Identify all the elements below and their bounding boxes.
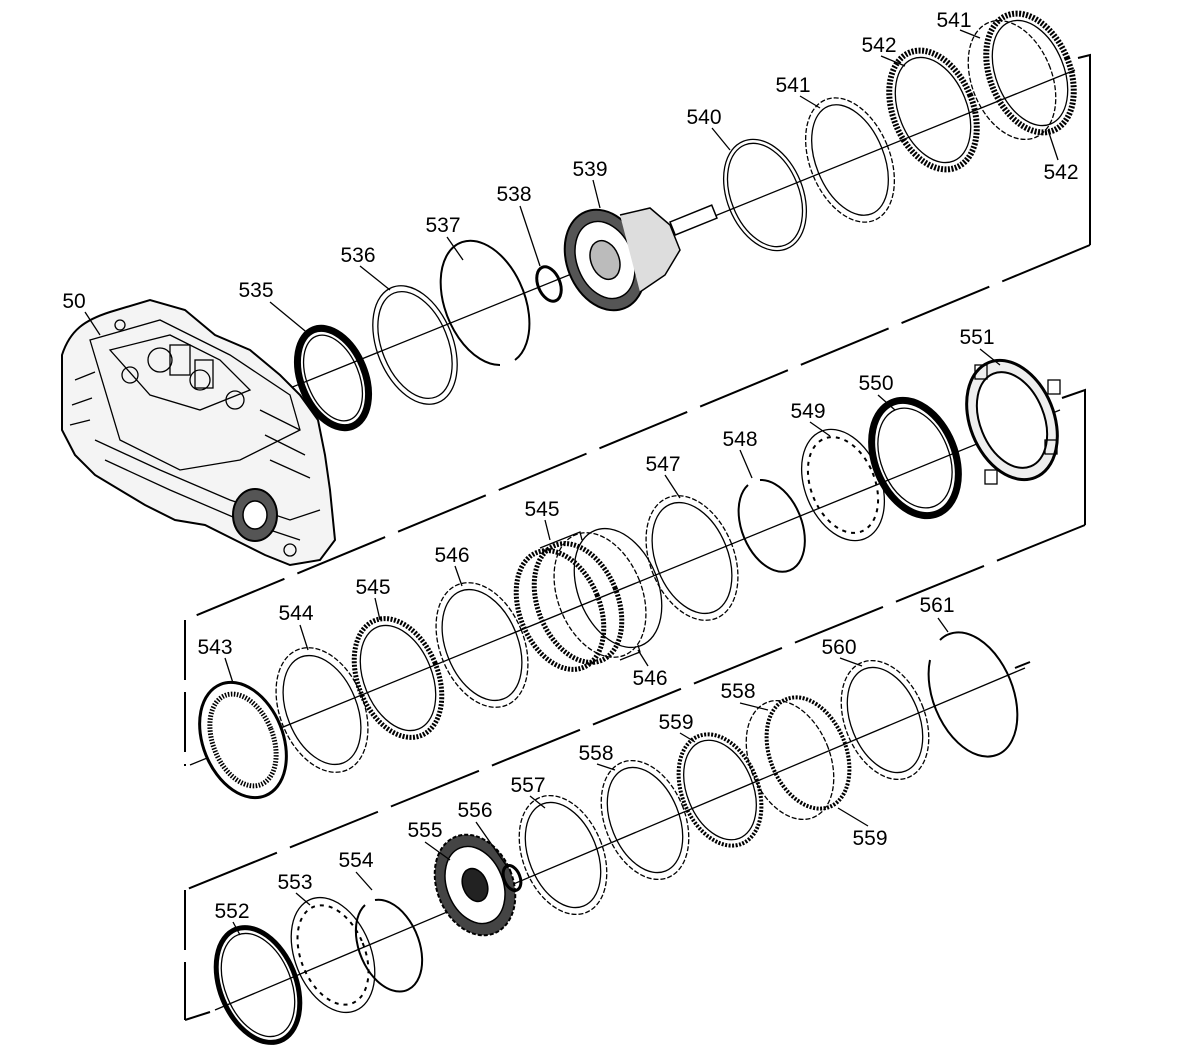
label-541b: 541 xyxy=(936,9,971,32)
part-561-snap-ring xyxy=(927,631,1019,758)
label-536: 536 xyxy=(340,244,375,267)
part-537-snap-ring xyxy=(439,239,531,367)
label-541a: 541 xyxy=(775,74,810,97)
part-labels: 50 535 536 537 538 539 540 541 542 541 5… xyxy=(62,9,1078,923)
part-539-housing xyxy=(563,204,718,312)
transmission-case xyxy=(61,298,337,567)
part-538-washer xyxy=(535,265,563,303)
label-546a: 546 xyxy=(434,544,469,567)
part-546-plate xyxy=(435,582,529,708)
leader-lines xyxy=(84,29,1059,936)
part-544-plate xyxy=(275,647,369,773)
label-559a: 559 xyxy=(658,711,693,734)
frame-lines xyxy=(184,53,1091,1021)
part-554-snap-ring xyxy=(354,898,424,993)
label-539: 539 xyxy=(572,158,607,181)
part-541-542-stack xyxy=(967,10,1077,141)
label-549: 549 xyxy=(790,400,825,423)
label-544: 544 xyxy=(278,602,313,625)
part-545-friction xyxy=(351,616,445,740)
label-548: 548 xyxy=(722,428,757,451)
label-545b: 545 xyxy=(524,498,559,521)
label-556: 556 xyxy=(457,799,492,822)
label-558b: 558 xyxy=(720,680,755,703)
label-553: 553 xyxy=(277,871,312,894)
label-547: 547 xyxy=(645,453,680,476)
part-542-friction xyxy=(886,47,980,173)
label-555: 555 xyxy=(407,819,442,842)
part-558-plate xyxy=(600,759,690,881)
label-561: 561 xyxy=(919,594,954,617)
part-553-plate xyxy=(290,896,376,1014)
part-555-gear xyxy=(433,833,517,937)
part-558-559-stack xyxy=(745,695,852,821)
part-548-snap-ring xyxy=(737,478,806,573)
part-557-plate xyxy=(518,794,608,916)
label-552: 552 xyxy=(214,900,249,923)
label-537: 537 xyxy=(425,214,460,237)
label-551: 551 xyxy=(959,326,994,349)
part-550-seal xyxy=(868,396,962,520)
label-50: 50 xyxy=(62,290,85,313)
label-542b: 542 xyxy=(1043,161,1078,184)
label-558a: 558 xyxy=(578,742,613,765)
part-535-seal xyxy=(294,324,372,432)
part-551-housing xyxy=(965,358,1061,485)
label-554: 554 xyxy=(338,849,373,872)
part-560-plate xyxy=(840,659,930,781)
part-536-plate xyxy=(372,285,458,405)
label-535: 535 xyxy=(238,279,273,302)
part-543-ring-gear xyxy=(198,680,288,800)
part-547-plate xyxy=(645,495,739,621)
label-557: 557 xyxy=(510,774,545,797)
label-550: 550 xyxy=(858,372,893,395)
label-546b: 546 xyxy=(632,667,667,690)
part-552-seal xyxy=(213,925,303,1045)
part-545-546-stack xyxy=(513,527,663,672)
label-545a: 545 xyxy=(355,576,390,599)
label-542a: 542 xyxy=(861,34,896,57)
label-543: 543 xyxy=(197,636,232,659)
part-559-friction xyxy=(676,732,764,848)
label-538: 538 xyxy=(496,183,531,206)
label-559b: 559 xyxy=(852,827,887,850)
label-560: 560 xyxy=(821,636,856,659)
label-540: 540 xyxy=(686,106,721,129)
part-540-ring xyxy=(722,138,808,252)
